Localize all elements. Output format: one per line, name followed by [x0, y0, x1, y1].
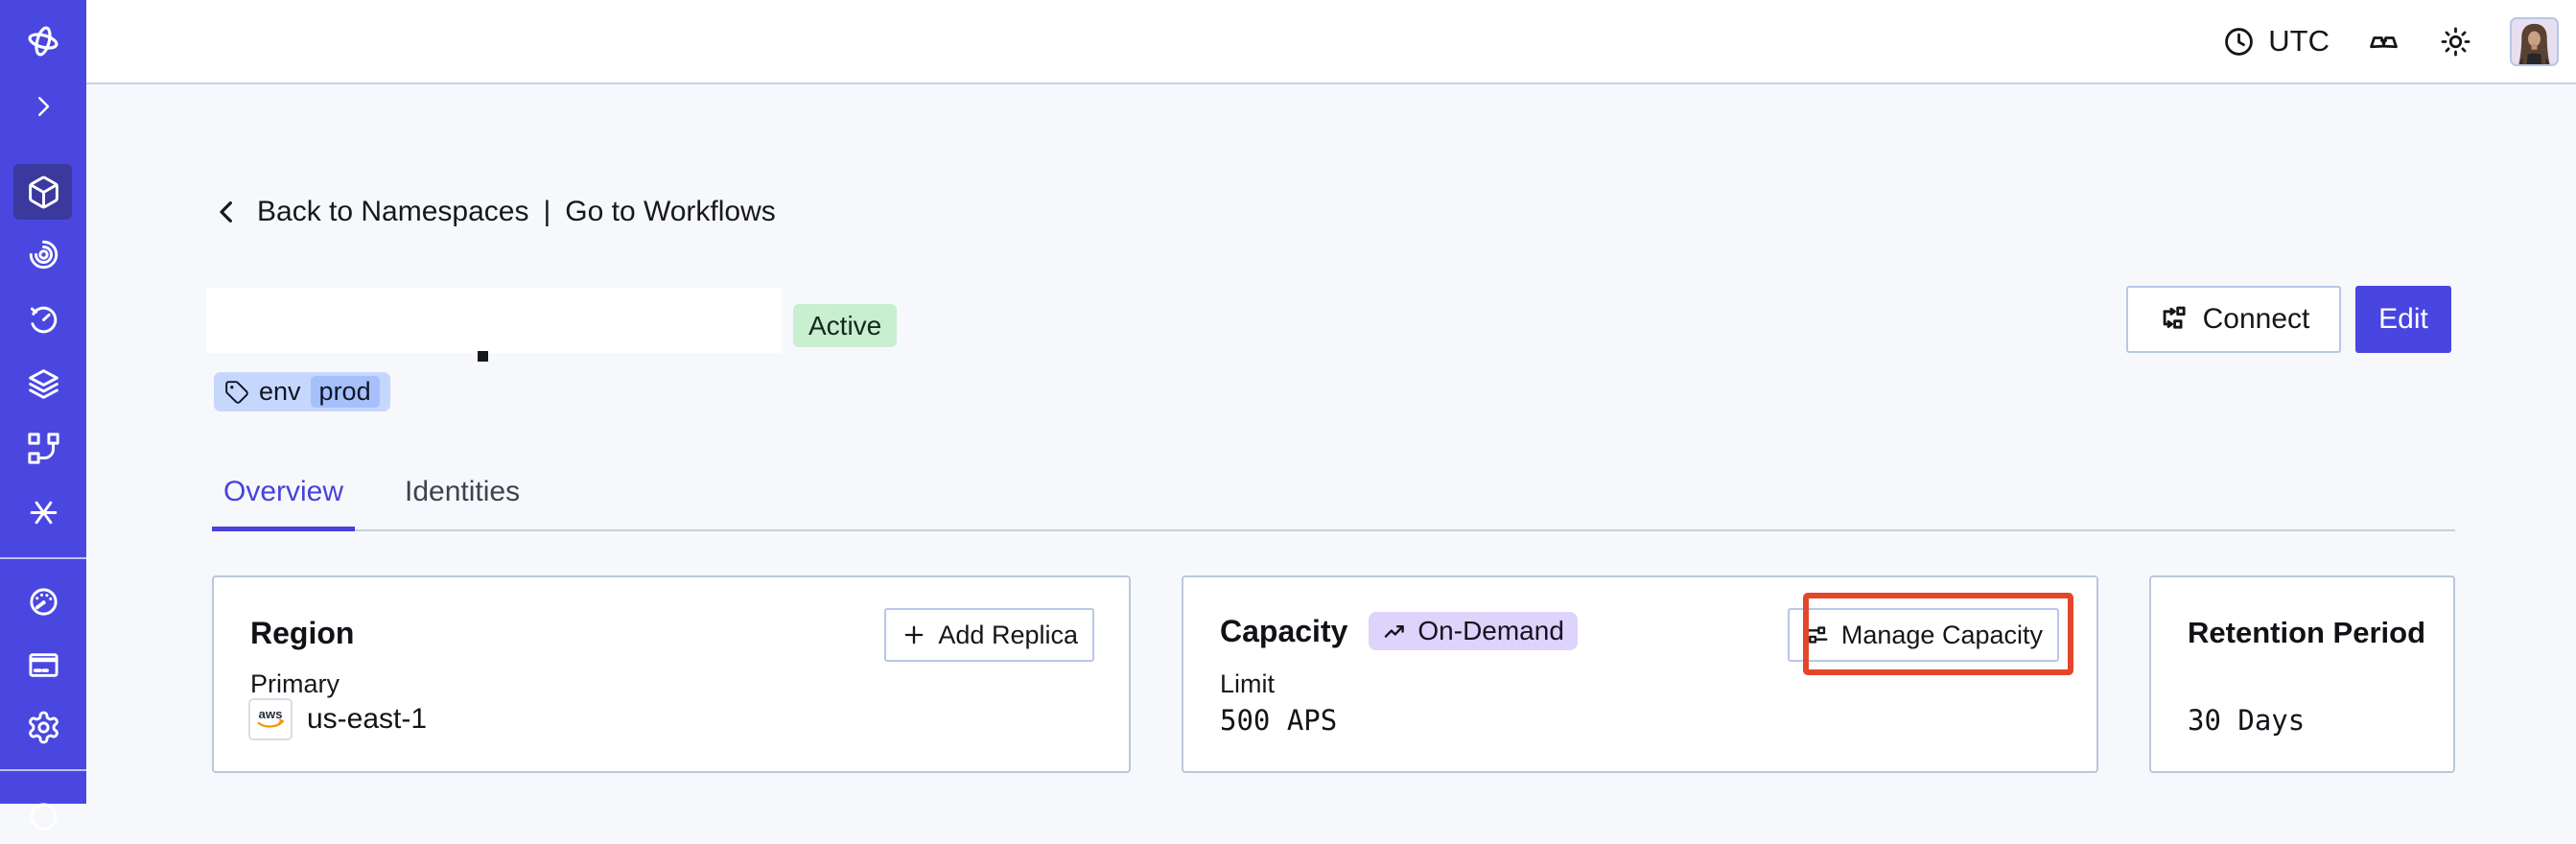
branch-icon [27, 432, 59, 464]
manage-capacity-button[interactable]: Manage Capacity [1787, 608, 2059, 662]
chevron-left-icon[interactable] [212, 197, 243, 227]
tag-icon [225, 380, 248, 404]
sidebar-item-schedules[interactable] [0, 292, 86, 347]
on-demand-badge: On-Demand [1369, 612, 1578, 650]
breadcrumb-workflows-link[interactable]: Go to Workflows [565, 196, 776, 227]
connect-flow-icon [2163, 306, 2186, 329]
gear-icon [28, 711, 59, 743]
manage-capacity-label: Manage Capacity [1840, 620, 2043, 649]
breadcrumb-separator: | [543, 196, 551, 227]
breadcrumb: Back to Namespaces | Go to Workflows [212, 190, 776, 234]
region-value-row: aws us-east-1 [248, 698, 427, 740]
trending-up-icon [1385, 624, 1405, 638]
timezone-selector[interactable]: UTC [2221, 24, 2330, 59]
layers-icon [28, 368, 59, 399]
capacity-card: Capacity On-Demand Manage Capacity Limit… [1182, 575, 2098, 773]
sidebar-divider [0, 769, 86, 771]
sidebar-item-support[interactable] [0, 788, 86, 844]
sidebar-item-namespaces[interactable] [0, 164, 86, 220]
namespace-name-redacted [206, 288, 782, 353]
connect-label: Connect [2202, 303, 2310, 335]
clock-icon [2225, 27, 2254, 56]
status-label: Active [808, 310, 882, 340]
tab-overview[interactable]: Overview [212, 466, 356, 531]
topbar: UTC [86, 0, 2576, 84]
on-demand-label: On-Demand [1417, 616, 1564, 645]
timer-icon [30, 306, 57, 333]
sidebar-expand-chevron-icon[interactable] [0, 79, 86, 134]
sidebar-item-settings[interactable] [0, 699, 86, 755]
region-primary-label: Primary [250, 669, 340, 698]
namespace-tag: env prod [214, 372, 390, 411]
region-card: Region Add Replica Primary aws us-east-1 [212, 575, 1131, 773]
asterisk-icon [30, 501, 57, 524]
sliders-icon [1807, 626, 1828, 644]
add-replica-label: Add Replica [938, 620, 1078, 649]
edit-label: Edit [2378, 303, 2428, 335]
sidebar-item-nexus[interactable] [0, 484, 86, 540]
gauge-icon [29, 587, 58, 616]
sidebar-divider [0, 557, 86, 559]
timezone-label: UTC [2268, 24, 2330, 58]
theme-sun-icon[interactable] [2438, 24, 2473, 59]
capacity-title-row: Capacity On-Demand [1220, 612, 1578, 650]
credit-card-icon [28, 652, 59, 677]
retention-card-title: Retention Period [2188, 616, 2426, 649]
cube-icon [28, 176, 59, 208]
capacity-value: 500 APS [1220, 704, 1338, 737]
add-replica-button[interactable]: Add Replica [884, 608, 1094, 662]
sidebar-item-billing[interactable] [0, 637, 86, 692]
redaction-artifact [478, 351, 488, 362]
region-value: us-east-1 [307, 703, 428, 735]
sidebar-item-usage[interactable] [0, 574, 86, 629]
edit-button[interactable]: Edit [2355, 286, 2451, 353]
user-avatar[interactable] [2510, 16, 2559, 66]
spiral-icon [29, 240, 58, 269]
sidebar-item-workflows[interactable] [0, 226, 86, 282]
temporal-logo-icon[interactable] [0, 13, 86, 69]
tag-key: env [259, 377, 301, 406]
tab-identities[interactable]: Identities [405, 476, 521, 507]
connect-button[interactable]: Connect [2126, 286, 2341, 353]
sidebar-item-batch-operations[interactable] [0, 420, 86, 476]
plus-icon [905, 625, 924, 645]
tag-value-chip: prod [310, 376, 380, 408]
sidebar [0, 0, 86, 831]
tab-bar: Overview Identities [212, 466, 2455, 531]
capacity-limit-label: Limit [1220, 669, 1276, 698]
region-card-title: Region [250, 616, 355, 650]
retention-value: 30 Days [2188, 704, 2306, 737]
capacity-card-title: Capacity [1220, 613, 1348, 648]
retention-card: Retention Period 30 Days [2149, 575, 2455, 773]
aws-provider-badge: aws [248, 698, 293, 740]
breadcrumb-back-link[interactable]: Back to Namespaces [257, 196, 529, 227]
help-circle-icon [29, 802, 58, 831]
status-badge: Active [793, 304, 898, 347]
labs-glasses-icon[interactable] [2366, 24, 2401, 59]
aws-logo-text: aws [259, 707, 283, 721]
sidebar-item-deployments[interactable] [0, 356, 86, 411]
